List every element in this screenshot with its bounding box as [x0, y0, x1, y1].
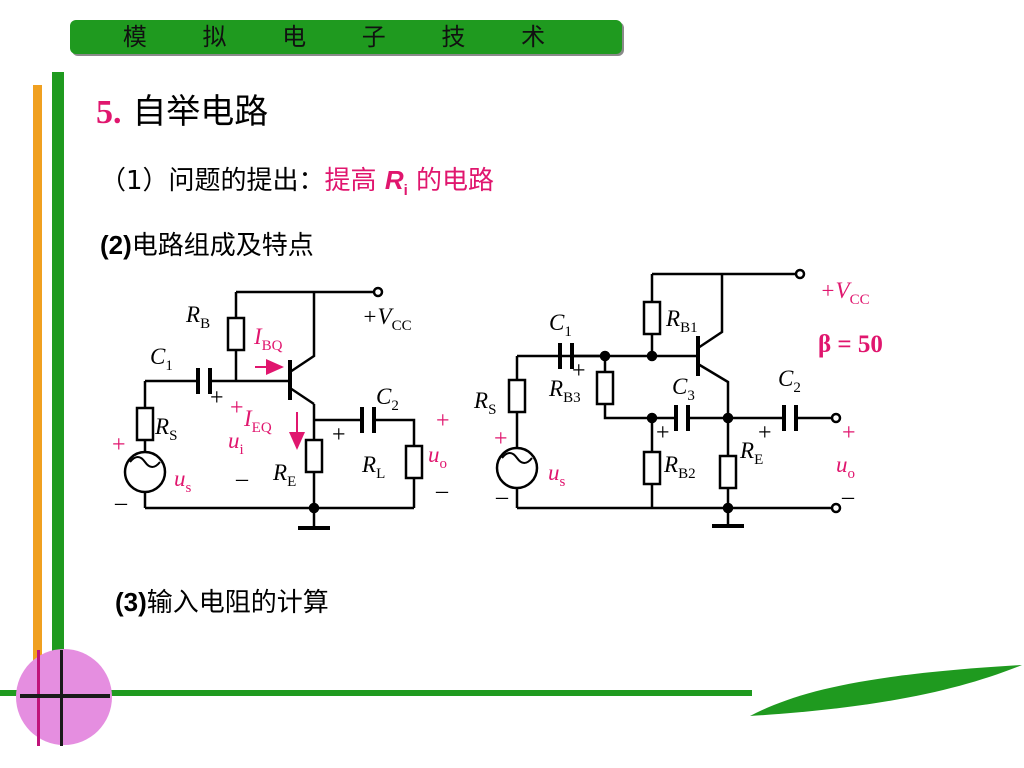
left-vcc-label: +VCC [362, 304, 412, 334]
left-rs-resistor [135, 406, 155, 442]
right-vcc-terminal [794, 268, 806, 280]
right-rb1-resistor [642, 300, 662, 336]
right-rb2-resistor [642, 450, 662, 486]
right-source [495, 446, 539, 490]
left-source [123, 450, 167, 494]
item-2-prefix: (2) [100, 230, 132, 260]
right-collector [697, 274, 724, 350]
left-collector [289, 292, 316, 374]
right-out-terminal-top [830, 412, 842, 424]
left-us-minus: – [114, 490, 128, 516]
right-rb3-plus: + [572, 358, 586, 384]
right-c3-plus: + [656, 420, 670, 446]
left-uo-label: uo [428, 442, 447, 472]
left-ui-minus: – [235, 466, 249, 492]
green-swoosh [750, 665, 1022, 716]
right-vcc-label: +VCC [820, 278, 870, 308]
right-c3-label: C3 [672, 374, 695, 404]
course-title: 模 拟 电 子 技 术 [122, 23, 570, 51]
item-2-text: 电路组成及特点 [131, 231, 314, 261]
left-circuit [123, 286, 424, 530]
left-rb-resistor [226, 316, 246, 352]
left-c2-label: C2 [376, 384, 399, 414]
section-number: 5. [96, 94, 122, 131]
left-us-plus: + [112, 432, 126, 458]
right-beta-label: β = 50 [818, 331, 883, 358]
right-uo-plus: + [842, 420, 856, 446]
right-us-label: us [548, 460, 566, 490]
left-re-label: RE [272, 460, 296, 490]
circle-stripe-3 [20, 694, 110, 698]
right-rs-label: RS [473, 388, 496, 418]
title-bar: 模 拟 电 子 技 术 [70, 20, 622, 54]
right-rb1-label: RB1 [665, 306, 698, 336]
right-rs-resistor [507, 378, 527, 414]
section-heading: 5. 自举电路 [96, 84, 268, 133]
right-rb3-label: RB3 [548, 376, 581, 406]
left-ibq-label: IBQ [253, 324, 283, 354]
right-uo-minus: – [841, 484, 855, 510]
right-out-terminal-bottom [830, 502, 842, 514]
bottom-green-line [0, 690, 752, 696]
item-3: (3)输入电阻的计算 [115, 582, 329, 619]
right-us-minus: – [495, 484, 509, 510]
left-rb-label: RB [185, 302, 210, 332]
right-emitter [697, 362, 730, 418]
right-c2-plus: + [758, 420, 772, 446]
item-3-prefix: (3) [115, 587, 147, 617]
left-rl-resistor [404, 444, 424, 480]
right-uo-label: uo [836, 452, 855, 482]
left-ui-label: ui [228, 428, 244, 458]
left-emitter [289, 386, 315, 406]
item-1-prefix: （1）问题的提出： [100, 166, 325, 196]
item-1-suffix: 的电路 [416, 166, 495, 196]
left-us-label: us [174, 466, 192, 496]
left-vcc-terminal [372, 286, 384, 298]
left-ui-plus: + [230, 395, 244, 421]
left-green-bar [52, 72, 64, 682]
item-1: （1）问题的提出：提高 Ri 的电路 [100, 160, 494, 199]
left-ieq-label: IEQ [243, 406, 272, 436]
left-uo-minus: – [435, 478, 449, 504]
right-circuit [495, 268, 842, 528]
left-uo-plus: + [436, 408, 450, 434]
item-2: (2)电路组成及特点 [100, 225, 314, 262]
right-c2-label: C2 [778, 366, 801, 396]
right-re-resistor [718, 454, 738, 490]
left-rs-label: RS [154, 414, 177, 444]
left-c2-plus: + [332, 422, 346, 448]
item-1-highlight: 提高 [324, 166, 377, 196]
left-rl-label: RL [361, 452, 385, 482]
right-rb2-label: RB2 [663, 452, 696, 482]
item-1-ri: Ri [384, 165, 408, 200]
right-re-label: RE [739, 438, 763, 468]
left-c1-label: C1 [150, 344, 173, 374]
item-3-text: 输入电阻的计算 [146, 588, 329, 618]
left-orange-bar [33, 85, 42, 685]
section-title: 自举电路 [132, 92, 269, 132]
right-c1-label: C1 [549, 310, 572, 340]
right-rb3-resistor [595, 370, 615, 406]
left-re-resistor [304, 438, 324, 474]
left-c1-plus: + [210, 385, 224, 411]
right-us-plus: + [494, 426, 508, 452]
